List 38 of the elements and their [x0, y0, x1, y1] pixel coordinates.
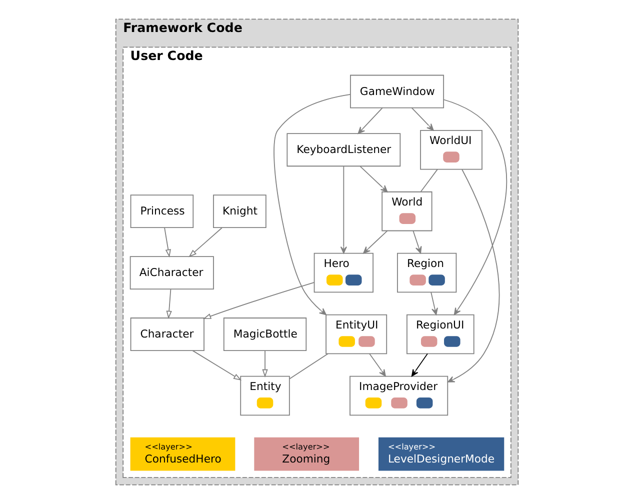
- arrow: [410, 107, 434, 131]
- node-box: Entity: [240, 376, 290, 416]
- arrow: [262, 350, 268, 378]
- node-box: <<layer>> Zooming: [254, 437, 359, 471]
- node-box: ImageProvider: [349, 376, 448, 416]
- node-box: World: [381, 191, 432, 232]
- arrow: [357, 107, 382, 134]
- arrow: [166, 288, 172, 319]
- arrow: [410, 353, 428, 377]
- arrow: [447, 169, 500, 382]
- node-box: GameWindow: [350, 74, 444, 108]
- node-box: RegionUI: [406, 314, 474, 354]
- arrow: [442, 99, 506, 316]
- node-box: <<layer>> ConfusedHero: [130, 437, 235, 471]
- connector: [288, 353, 328, 380]
- arrow: [192, 350, 242, 381]
- node-box: MagicBottle: [222, 318, 306, 351]
- arrow: [164, 227, 170, 258]
- arrow: [359, 166, 388, 192]
- node-box: KeyboardListener: [286, 133, 400, 167]
- node-box: <<layer>> LevelDesignerMode: [378, 437, 504, 471]
- arrow: [273, 94, 350, 316]
- arrow: [430, 292, 438, 316]
- arrow: [202, 282, 314, 320]
- arrow: [412, 230, 422, 254]
- node-box: Hero: [313, 252, 373, 293]
- arrow: [188, 227, 222, 258]
- node-box: Character: [130, 318, 204, 351]
- arrow: [362, 230, 388, 254]
- node-box: EntityUI: [325, 314, 387, 354]
- node-box: Region: [396, 252, 456, 293]
- node-box: Princess: [130, 194, 194, 228]
- node-box: AiCharacter: [129, 256, 214, 290]
- connector: [420, 168, 438, 192]
- node-box: Knight: [212, 194, 266, 228]
- arrow: [368, 353, 386, 377]
- node-box: WorldUI: [420, 130, 482, 170]
- arrow: [340, 166, 346, 254]
